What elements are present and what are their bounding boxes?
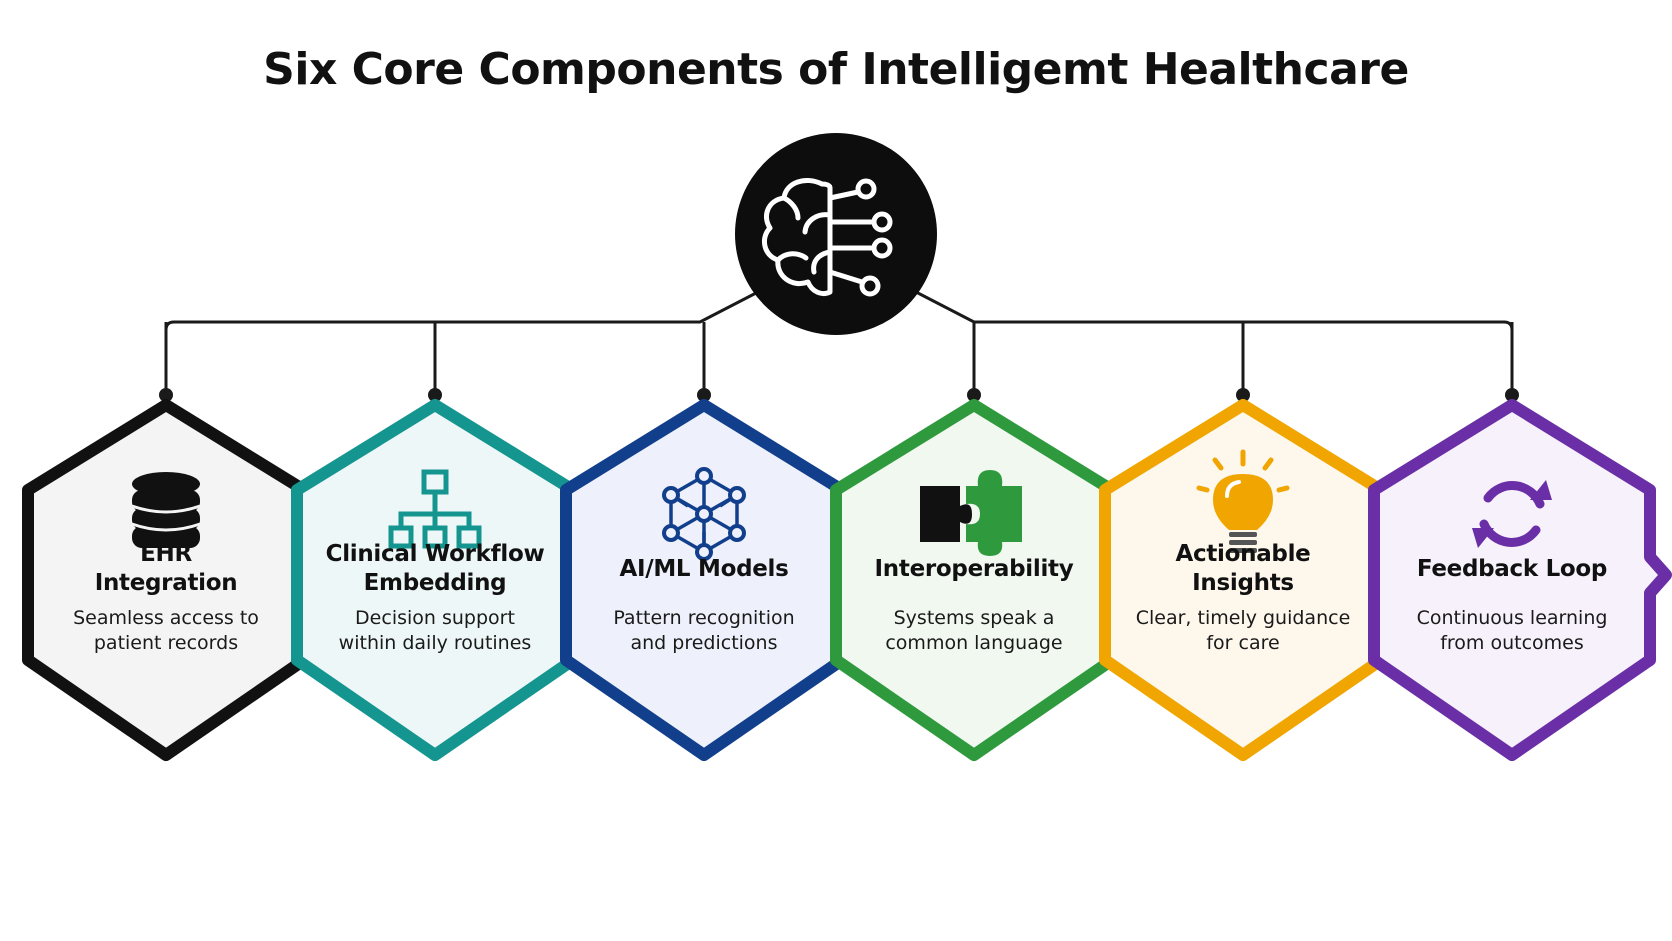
connector-left [164,290,759,395]
component-title: Interoperability [874,555,1074,582]
component-description: Seamless access to patient records [73,607,259,654]
hub-circle [735,133,937,335]
component-title: Feedback Loop [1416,555,1608,582]
connector-dot [967,388,981,402]
hexagon-feedback [1368,399,1672,761]
component-description: Decision support within daily routines [338,607,532,654]
component-description: Clear, timely guidance for care [1135,607,1351,654]
brain-circuit-icon [761,178,893,297]
connector-lines [159,290,1519,402]
connector-dot [1505,388,1519,402]
connector-dot [428,388,442,402]
connector-right [915,290,1514,395]
hub-node [735,133,937,335]
component-icons [131,449,1552,561]
component-description: Systems speak a common language [885,607,1063,654]
connector-dot [697,388,711,402]
component-title: EHR Integration [94,541,238,596]
connector-dot [159,388,173,402]
neural-network-icon [662,467,746,561]
refresh-icon [1472,480,1552,548]
flowchart-icon [388,469,482,549]
connector-dot [1236,388,1250,402]
page-title: Six Core Components of Intelligemt Healt… [263,44,1409,95]
component-description: Pattern recognition and predictions [613,607,795,654]
database-icon [131,472,201,548]
lightbulb-icon [1196,449,1290,553]
component-description: Continuous learning from outcomes [1416,607,1608,654]
puzzle-icon [920,470,1022,556]
component-title: AI/ML Models [619,555,789,582]
component-title: Clinical Workflow Embedding [325,541,545,596]
component-hexagons [22,399,1672,761]
component-title: Actionable Insights [1175,541,1311,596]
